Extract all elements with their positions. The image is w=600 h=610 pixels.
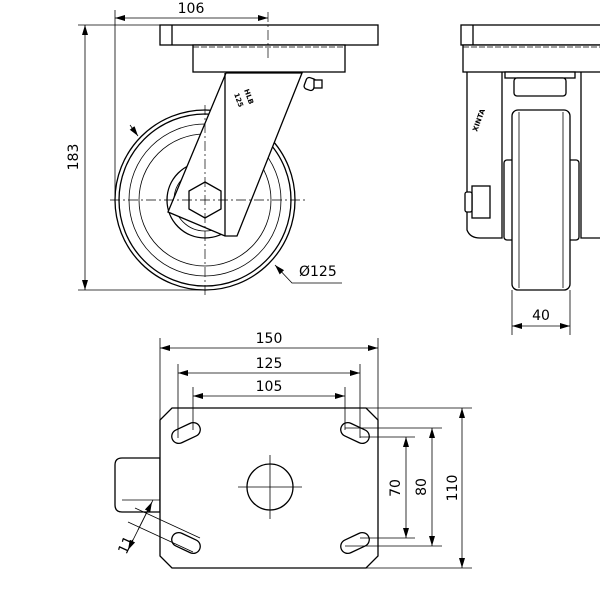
kingpin-nut <box>513 77 567 97</box>
dimension-106: 106 <box>114 1 268 200</box>
slot-bottom-left <box>171 531 201 555</box>
dimension-80: 80 <box>345 427 442 547</box>
dimension-150: 150 <box>159 331 379 420</box>
slot-top-right <box>340 421 370 445</box>
dim-diameter-label: Ø125 <box>299 264 337 280</box>
wheel-stub <box>114 457 161 513</box>
dimension-105: 105 <box>192 379 346 430</box>
grease-nipple <box>303 76 323 92</box>
fork-arm-left <box>466 72 503 239</box>
plate-view: 150 125 105 70 80 <box>114 331 472 569</box>
centerlines <box>110 12 305 295</box>
dimension-125: 125 <box>177 356 361 438</box>
dim-80-label: 80 <box>414 478 430 496</box>
dim-11-label: 11 <box>115 534 137 557</box>
dimension-183: 183 <box>66 24 205 291</box>
dimension-11: 11 <box>115 499 201 557</box>
dimension-110: 110 <box>366 407 472 569</box>
dimension-40: 40 <box>511 290 571 335</box>
front-view: XINTA 40 <box>460 24 600 335</box>
dim-183-label: 183 <box>66 144 82 171</box>
top-plate <box>159 24 379 73</box>
slots <box>171 421 370 555</box>
dim-125-label: 125 <box>256 356 283 372</box>
dim-40-label: 40 <box>532 308 550 324</box>
dim-110-label: 110 <box>445 475 461 502</box>
dim-70-label: 70 <box>388 479 404 497</box>
side-view: HLB 125 106 183 Ø125 <box>66 1 379 295</box>
dimension-diameter: Ø125 <box>129 124 342 284</box>
dim-150-label: 150 <box>256 331 283 347</box>
slot-bottom-right <box>340 531 370 555</box>
axle-nut-left <box>471 185 491 219</box>
dimension-70: 70 <box>360 436 415 539</box>
mounting-plate <box>159 407 379 569</box>
fork-logo: XINTA <box>471 107 487 132</box>
wheel-tyre <box>511 109 571 291</box>
dim-106-label: 106 <box>178 1 205 17</box>
dim-105-label: 105 <box>256 379 283 395</box>
slot-top-left <box>171 421 201 445</box>
